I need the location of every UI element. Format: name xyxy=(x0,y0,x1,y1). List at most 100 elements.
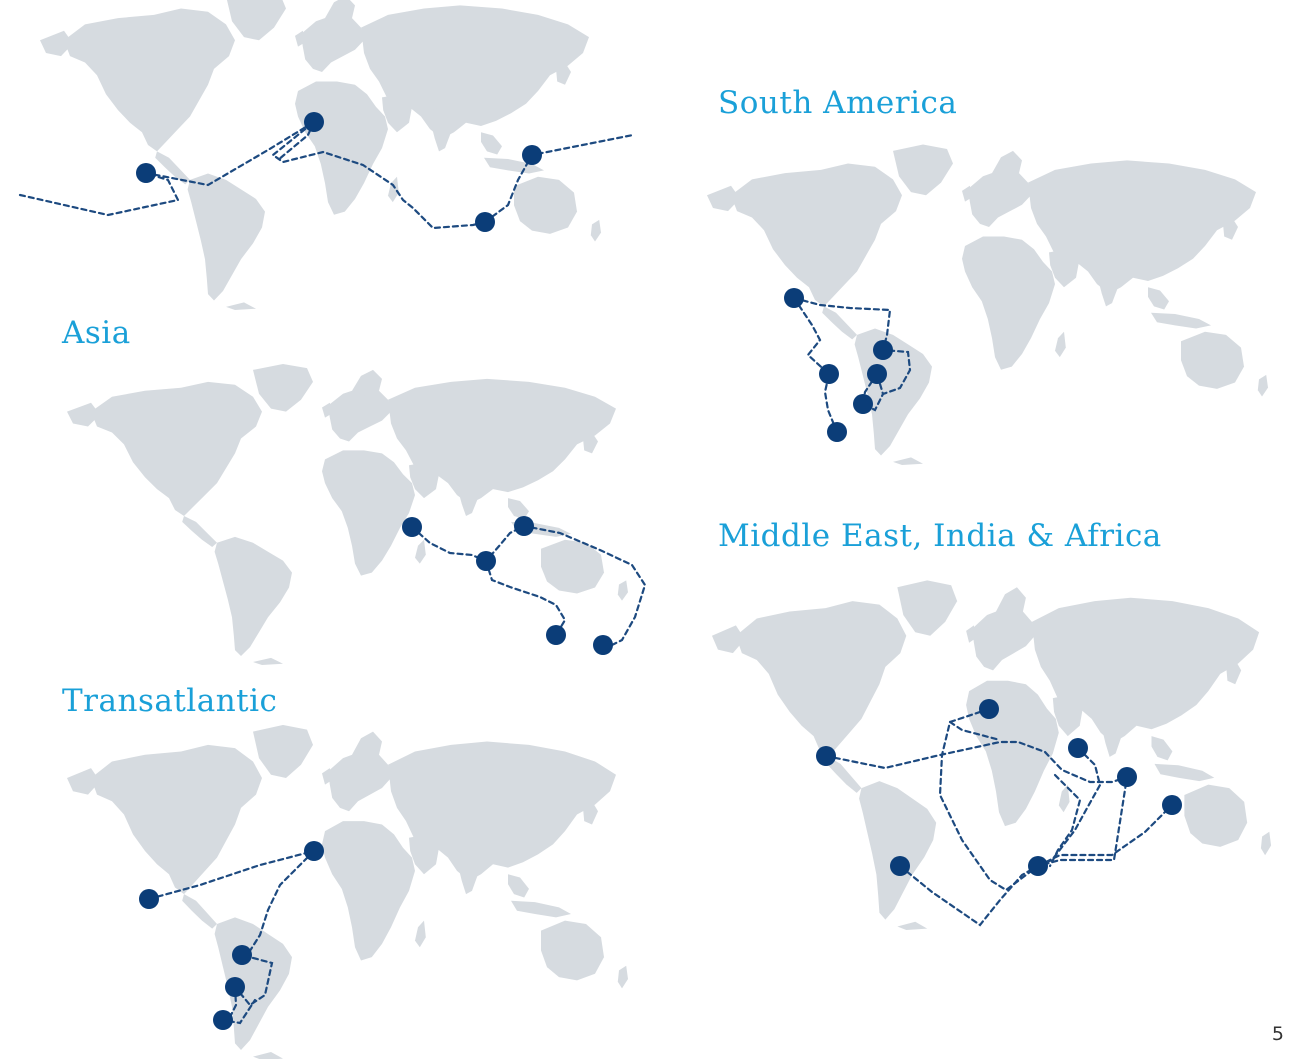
asia-title: Asia xyxy=(62,315,131,351)
port-marker xyxy=(979,699,999,719)
land-central-america xyxy=(826,756,862,793)
port-marker xyxy=(139,889,159,909)
land-indonesia xyxy=(1151,312,1211,329)
port-group xyxy=(402,516,613,655)
land-new-zealand xyxy=(1257,374,1268,397)
port-marker xyxy=(225,977,245,997)
land-new-zealand xyxy=(617,965,628,989)
land-north-america xyxy=(91,744,262,895)
land-alaska xyxy=(67,768,100,795)
land-greenland xyxy=(897,580,958,636)
land-alaska xyxy=(707,185,740,212)
land-india xyxy=(1097,261,1124,307)
land-se-asia xyxy=(508,498,529,519)
land-central-america xyxy=(182,515,217,547)
land-africa xyxy=(322,821,415,961)
land-uk xyxy=(962,185,973,202)
route-group xyxy=(410,524,647,647)
land-south-america xyxy=(187,173,265,301)
port-marker xyxy=(1028,856,1048,876)
land-india xyxy=(430,106,458,152)
land-se-asia xyxy=(1148,287,1169,310)
land-alaska xyxy=(40,30,73,57)
port-marker xyxy=(213,1010,233,1030)
land-asia xyxy=(361,5,589,139)
port-marker xyxy=(819,364,839,384)
land-india xyxy=(457,847,485,895)
land-uk xyxy=(295,30,306,47)
shipping-route xyxy=(410,524,647,647)
land-scandinavia xyxy=(992,150,1022,180)
land-uk xyxy=(322,402,333,418)
world-map-middle-east-india-africa xyxy=(711,580,1272,930)
land-greenland xyxy=(253,363,313,412)
port-marker xyxy=(867,364,887,384)
land-australia xyxy=(1181,331,1244,389)
shipping-route xyxy=(792,296,839,434)
land-madagascar xyxy=(1055,331,1066,358)
world-landmass-group xyxy=(707,144,1268,465)
land-central-america xyxy=(822,306,857,340)
land-indonesia xyxy=(511,900,571,918)
land-europe xyxy=(972,608,1035,671)
land-alaska xyxy=(711,625,745,654)
port-marker xyxy=(873,340,893,360)
port-marker xyxy=(816,746,836,766)
port-group xyxy=(139,841,324,1030)
shipping-route xyxy=(18,121,487,230)
land-antarctica-edge xyxy=(253,1052,284,1059)
land-north-america xyxy=(731,163,902,307)
land-antarctica-edge xyxy=(226,302,256,310)
world-landmass-group xyxy=(711,580,1272,930)
world-landmass-group xyxy=(67,363,628,665)
south-america-title: South America xyxy=(718,85,958,121)
land-scandinavia xyxy=(352,731,382,762)
land-japan xyxy=(556,62,571,85)
world-map-south-america xyxy=(707,144,1268,465)
land-madagascar xyxy=(415,539,426,564)
port-group xyxy=(816,699,1182,876)
land-asia xyxy=(388,378,616,505)
land-asia xyxy=(388,741,616,881)
shipping-route xyxy=(147,849,316,901)
port-marker xyxy=(853,394,873,414)
land-se-asia xyxy=(481,132,503,155)
port-marker xyxy=(784,288,804,308)
world-landmass-group xyxy=(67,725,628,1059)
world-map-asia xyxy=(67,363,647,665)
port-marker xyxy=(232,945,252,965)
shipping-route xyxy=(1036,746,1102,868)
land-greenland xyxy=(253,725,314,779)
land-australia xyxy=(541,539,604,594)
land-antarctica-edge xyxy=(897,921,928,930)
land-uk xyxy=(966,625,977,643)
land-scandinavia xyxy=(325,0,356,25)
land-madagascar xyxy=(415,920,426,948)
land-new-zealand xyxy=(590,219,601,242)
world-landmass-group xyxy=(40,0,601,310)
land-europe xyxy=(968,169,1031,228)
land-europe xyxy=(328,387,391,442)
shipping-route xyxy=(483,133,635,224)
port-marker xyxy=(514,516,534,536)
land-africa xyxy=(295,81,388,215)
land-central-america xyxy=(182,894,217,929)
land-madagascar xyxy=(388,176,399,203)
land-madagascar xyxy=(1058,784,1070,813)
land-japan xyxy=(1223,217,1238,240)
land-arabia xyxy=(382,94,412,133)
port-marker xyxy=(476,551,496,571)
land-australia xyxy=(1184,784,1248,847)
land-europe xyxy=(328,751,391,812)
land-india xyxy=(1100,708,1128,757)
port-marker xyxy=(1117,767,1137,787)
land-se-asia xyxy=(1151,736,1173,761)
land-north-america xyxy=(91,381,262,516)
land-south-america xyxy=(854,328,932,456)
shipping-route xyxy=(861,372,885,412)
land-central-america xyxy=(155,151,190,185)
land-south-america xyxy=(859,781,937,920)
land-australia xyxy=(541,920,604,981)
port-marker xyxy=(522,145,542,165)
land-south-america xyxy=(214,536,292,657)
